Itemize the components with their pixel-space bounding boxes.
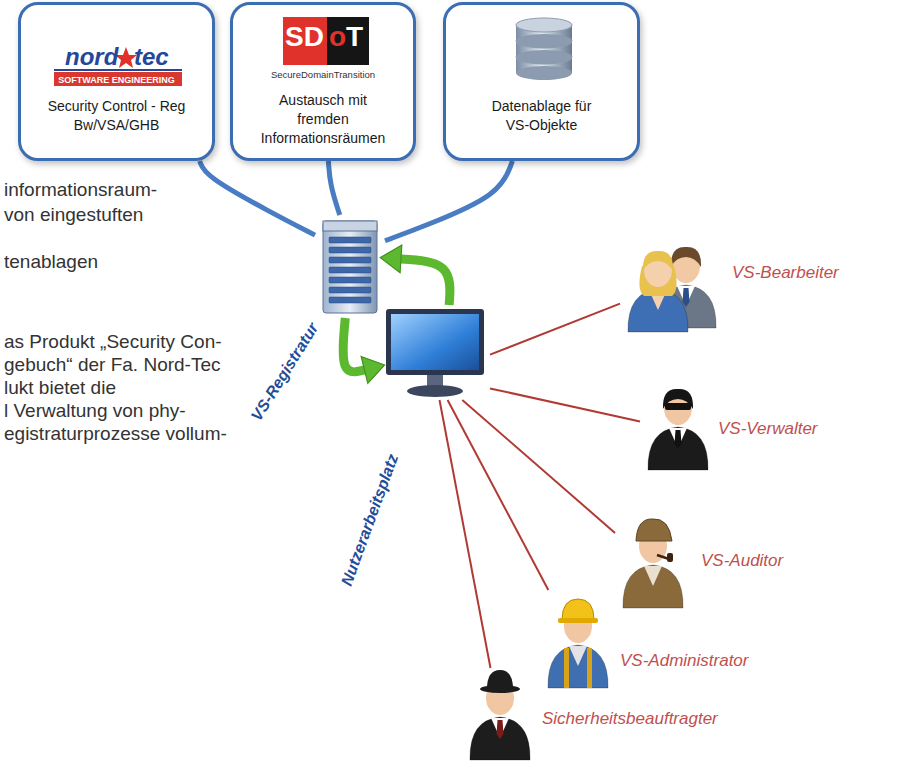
role-label: Sicherheitsbeauftragter [542, 708, 718, 729]
text-fragment: lukt bietet die [4, 376, 116, 399]
role-label: VS-Administrator [620, 650, 748, 671]
role-line [490, 304, 620, 355]
user-role: VS-Verwalter [640, 372, 824, 490]
text-fragment: egistraturprozesse vollum- [4, 422, 227, 445]
node-illustration [620, 232, 845, 344]
db-icon [516, 18, 572, 80]
link-swoosh [385, 161, 512, 241]
link-swoosh [200, 161, 315, 235]
text-fragment: informationsraum- [4, 178, 157, 201]
server-node: VS-Registratur [315, 215, 385, 318]
user-role: VS-Bearbeiter [620, 232, 845, 344]
logo-subtitle: SecureDomainTransition [235, 69, 411, 81]
text-fragment: tenablagen [4, 250, 98, 273]
text-fragment: von eingestuften [4, 203, 143, 226]
pair-icon [628, 247, 716, 332]
detective-icon [623, 519, 683, 608]
system-box: SDoT SecureDomainTransitionAustausch mit … [230, 2, 416, 161]
logo-text: oT [329, 20, 363, 54]
workstation-node: Nutzerarbeitsplatz [380, 305, 490, 400]
role-line [440, 400, 491, 668]
system-box: Datenablage für VS-Objekte [443, 2, 640, 161]
link-swoosh [328, 161, 339, 215]
role-line [490, 388, 640, 421]
node-label: Nutzerarbeitsplatz [337, 451, 403, 588]
box-text: Security Control - Reg Bw/VSA/GHB [47, 97, 187, 135]
logo-text: nord [65, 43, 118, 71]
monitor-icon [386, 309, 484, 397]
node-illustration [380, 305, 490, 400]
logo-text: tec [134, 43, 169, 71]
node-illustration [540, 590, 754, 695]
node-illustration [315, 215, 385, 318]
text-fragment: gebuch“ der Fa. Nord-Tec [4, 353, 221, 376]
system-box: nordtecSOFTWARE ENGINEERING Security Cont… [18, 2, 215, 161]
bowler-icon [470, 670, 530, 760]
logo-text: SD [285, 20, 324, 54]
role-label: VS-Auditor [701, 550, 783, 571]
sdot-icon [283, 17, 369, 65]
agent-icon [648, 389, 708, 470]
role-line [448, 400, 549, 590]
text-fragment: as Produkt „Security Con- [4, 330, 222, 353]
role-label: VS-Bearbeiter [732, 262, 839, 283]
exchange-arrow [401, 259, 450, 305]
role-label: VS-Verwalter [718, 418, 818, 439]
box-text: Datenablage für VS-Objekte [490, 97, 594, 135]
role-line [462, 400, 615, 533]
user-role: VS-Administrator [540, 590, 754, 695]
user-role: Sicherheitsbeauftragter [462, 668, 724, 763]
logo-subtitle: SOFTWARE ENGINEERING [52, 74, 182, 86]
exchange-arrow [343, 318, 364, 372]
text-fragment: l Verwaltung von phy- [4, 399, 186, 422]
user-role: VS-Auditor [615, 510, 789, 620]
worker-icon [548, 599, 608, 688]
box-text: Austausch mit fremden Informationsräumen [253, 91, 393, 148]
server-icon [323, 221, 377, 313]
node-label: VS-Registratur [247, 319, 323, 425]
